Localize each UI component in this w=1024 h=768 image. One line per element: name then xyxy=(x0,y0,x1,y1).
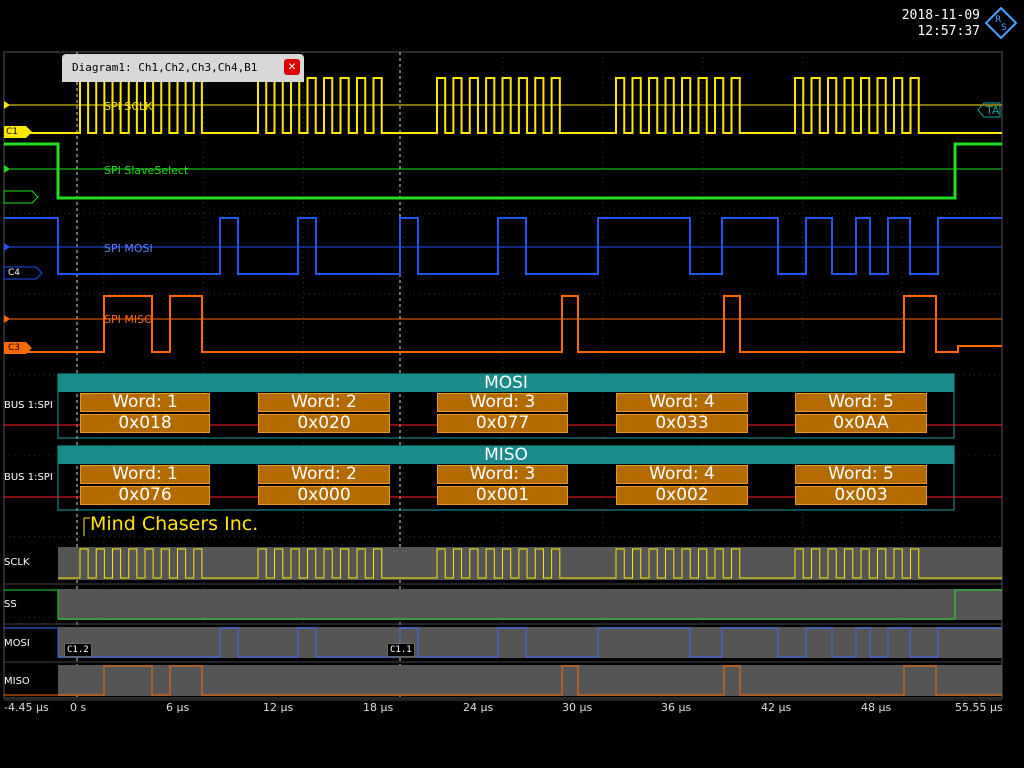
cursor-label-c1-2[interactable]: C1.2 xyxy=(64,643,92,657)
waveform-mosi xyxy=(4,217,1002,275)
time-axis-label: 42 µs xyxy=(761,701,792,714)
mosi-word-label-3[interactable]: Word: 3 xyxy=(437,393,568,412)
digital-label-miso: MISO xyxy=(4,676,30,687)
channel-tag-c2[interactable]: C2 xyxy=(16,192,29,202)
diagram-tab-title: Diagram1: Ch1,Ch2,Ch3,Ch4,B1 xyxy=(72,61,258,74)
time-axis-label: -4.45 µs xyxy=(4,701,49,714)
miso-word-label-2[interactable]: Word: 2 xyxy=(258,465,390,484)
waveform-ss xyxy=(4,142,1002,200)
digital-label-sclk: SCLK xyxy=(4,557,30,568)
miso-word-label-3[interactable]: Word: 3 xyxy=(437,465,568,484)
digital-label-ss: SS xyxy=(4,599,17,610)
mosi-word-value-4[interactable]: 0x033 xyxy=(616,414,748,433)
svg-text:R: R xyxy=(995,15,1001,25)
digital-mosi xyxy=(4,627,1002,658)
time-axis-label: 12 µs xyxy=(263,701,294,714)
miso-word-value-2[interactable]: 0x000 xyxy=(258,486,390,505)
time-axis-label: 0 s xyxy=(70,701,87,714)
miso-word-label-1[interactable]: Word: 1 xyxy=(80,465,210,484)
mosi-word-label-1[interactable]: Word: 1 xyxy=(80,393,210,412)
time-axis-label: 36 µs xyxy=(661,701,692,714)
digital-miso xyxy=(4,665,1002,696)
digital-lane-1 xyxy=(58,589,1002,620)
ref-marker-3 xyxy=(4,315,10,323)
annotation-text[interactable]: Mind Chasers Inc. xyxy=(90,513,259,535)
time-axis-label: 18 µs xyxy=(363,701,394,714)
mosi-word-label-2[interactable]: Word: 2 xyxy=(258,393,390,412)
time-axis-label: 6 µs xyxy=(166,701,190,714)
waveform-sclk xyxy=(4,77,1002,134)
close-icon[interactable]: ✕ xyxy=(284,59,300,75)
waveform-miso xyxy=(4,295,1002,353)
time-axis-label: 48 µs xyxy=(861,701,892,714)
bus-header-mosi: MOSI xyxy=(58,374,954,392)
cursor-label-c1-1[interactable]: C1.1 xyxy=(387,643,415,657)
datetime: 2018-11-09 12:57:37 xyxy=(902,8,980,40)
miso-word-label-5[interactable]: Word: 5 xyxy=(795,465,927,484)
digital-lane-0 xyxy=(58,547,1002,580)
mosi-word-label-5[interactable]: Word: 5 xyxy=(795,393,927,412)
miso-word-value-4[interactable]: 0x002 xyxy=(616,486,748,505)
time: 12:57:37 xyxy=(917,24,980,39)
diagram-tab[interactable]: Diagram1: Ch1,Ch2,Ch3,Ch4,B1 ✕ xyxy=(62,54,304,82)
channel-tag-shape-c4 xyxy=(3,266,43,280)
digital-ss xyxy=(4,589,1002,620)
rs-logo-icon: R S xyxy=(984,6,1018,40)
channel-tag-shape-c2 xyxy=(3,190,39,204)
svg-text:S: S xyxy=(1001,23,1007,33)
channel-name-sclk: SPI SCLK xyxy=(104,100,153,113)
mosi-word-value-5[interactable]: 0x0AA xyxy=(795,414,927,433)
bus-label-miso: BUS 1:SPI xyxy=(4,472,53,483)
time-axis-label: 24 µs xyxy=(463,701,494,714)
mosi-word-value-3[interactable]: 0x077 xyxy=(437,414,568,433)
channel-name-ss: SPI SlaveSelect xyxy=(104,164,189,177)
ref-marker-1 xyxy=(4,165,10,173)
miso-word-value-5[interactable]: 0x003 xyxy=(795,486,927,505)
bus-label-mosi: BUS 1:SPI xyxy=(4,400,53,411)
miso-word-value-3[interactable]: 0x001 xyxy=(437,486,568,505)
ref-marker-2 xyxy=(4,243,10,251)
ref-marker-0 xyxy=(4,101,10,109)
miso-word-label-4[interactable]: Word: 4 xyxy=(616,465,748,484)
trigger-tag[interactable]: TA xyxy=(986,104,1000,117)
date: 2018-11-09 xyxy=(901,8,980,23)
digital-lane-2 xyxy=(58,627,1002,658)
channel-tag-c1[interactable]: C1 xyxy=(6,127,19,137)
digital-sclk xyxy=(58,548,1002,579)
channel-tag-c3[interactable]: C3 xyxy=(8,343,21,353)
channel-name-mosi: SPI MOSI xyxy=(104,242,153,255)
trigger-tag-shape xyxy=(977,102,1001,118)
digital-label-mosi: MOSI xyxy=(4,638,30,649)
time-axis-label: 55.55 µs xyxy=(955,701,1003,714)
channel-tag-c4[interactable]: C4 xyxy=(8,268,21,278)
time-axis-label: 30 µs xyxy=(562,701,593,714)
mosi-word-value-2[interactable]: 0x020 xyxy=(258,414,390,433)
digital-lane-3 xyxy=(58,665,1002,696)
mosi-word-value-1[interactable]: 0x018 xyxy=(80,414,210,433)
bus-header-miso: MISO xyxy=(58,446,954,464)
miso-word-value-1[interactable]: 0x076 xyxy=(80,486,210,505)
channel-name-miso: SPI MISO xyxy=(104,313,153,326)
mosi-word-label-4[interactable]: Word: 4 xyxy=(616,393,748,412)
